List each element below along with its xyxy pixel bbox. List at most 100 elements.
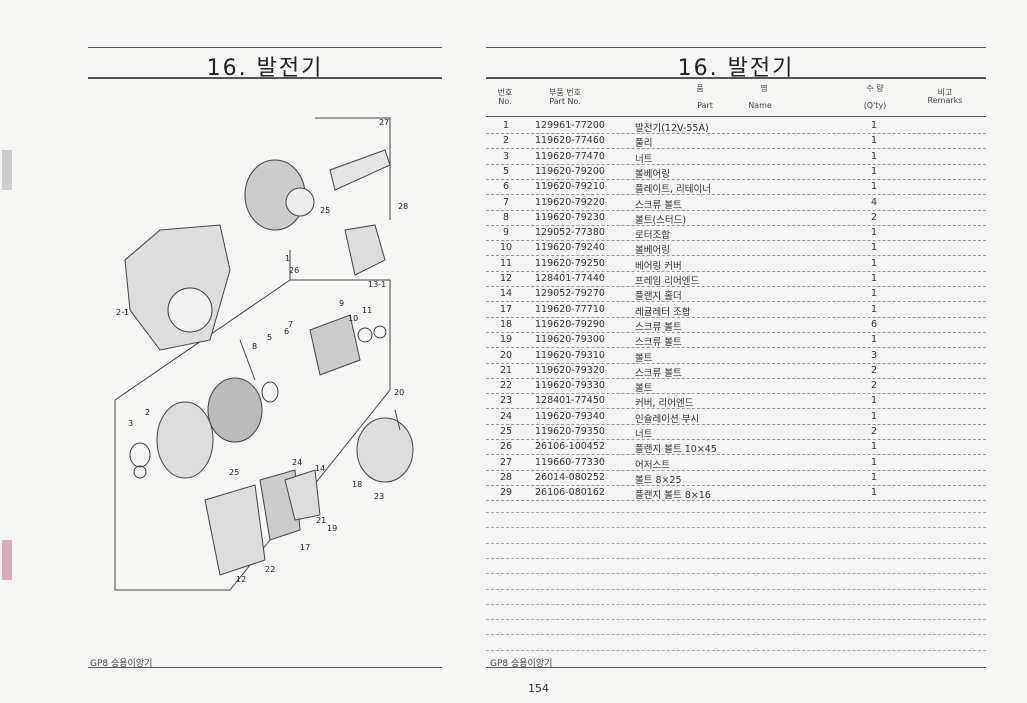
row-no: 20 [499, 349, 513, 361]
row-qty: 2 [871, 426, 878, 437]
page-number: 154 [528, 682, 549, 695]
callout-label: 6 [284, 327, 290, 336]
row-part-name: 볼트 8×25 [635, 474, 682, 486]
scan-artifact [2, 540, 12, 580]
row-qty: 3 [871, 349, 878, 361]
callout-label: 11 [362, 306, 373, 315]
row-part-name: 인슐레이션 부시 [635, 413, 700, 425]
empty-table-row [486, 634, 986, 636]
header-remarks-ko: 비고 [937, 88, 953, 97]
row-part-number: 119620-79220 [535, 196, 605, 208]
row-no: 25 [499, 426, 513, 437]
row-part-name: 너트 [635, 153, 653, 165]
row-qty: 1 [871, 487, 878, 499]
header-name-en-2: Name [748, 101, 772, 110]
callout-label: 25 [229, 468, 240, 477]
callout-label: 23 [374, 492, 385, 501]
row-part-name: 스크류 볼트 [635, 337, 682, 349]
callout-label: 22 [265, 565, 276, 574]
row-part-number: 128401-77450 [535, 395, 605, 407]
row-qty: 1 [871, 288, 878, 300]
row-part-number: 119620-79230 [535, 211, 605, 223]
row-no: 24 [499, 410, 513, 422]
row-part-name: 플랜지 볼트 8×16 [635, 490, 711, 502]
row-no: 3 [502, 150, 510, 162]
callout-label: 7 [288, 320, 294, 329]
row-part-number: 26014-080252 [535, 471, 605, 483]
callout-label: 1 [285, 254, 291, 263]
callout-label: 5 [267, 333, 273, 342]
empty-table-row [486, 512, 986, 513]
header-name-ko-2: 명 [760, 84, 768, 93]
callout-label: 13-1 [368, 280, 387, 289]
row-part-name: 스크류 볼트 [635, 321, 682, 333]
row-part-name: 스크류 볼트 [635, 199, 682, 211]
table-row: 8 119620-79230 볼트(스터드) 2 [486, 210, 986, 226]
row-part-number: 119620-79210 [535, 181, 605, 193]
callout-label: 9 [339, 299, 345, 308]
row-part-name: 플랜지 볼트 10×45 [635, 444, 717, 456]
row-no: 17 [499, 303, 513, 315]
row-no: 21 [499, 364, 513, 376]
row-part-number: 119620-79300 [535, 334, 605, 346]
header-part-ko: 부품 번호 [549, 88, 581, 97]
row-part-name: 볼트(스터드) [635, 214, 687, 226]
row-part-name: 레귤레터 조합 [635, 306, 691, 318]
row-qty: 1 [871, 150, 878, 162]
row-qty: 1 [871, 165, 878, 177]
row-qty: 4 [871, 196, 878, 208]
row-qty: 1 [871, 227, 878, 239]
row-part-number: 129052-77380 [535, 227, 605, 239]
row-part-name: 볼트 [635, 383, 653, 395]
row-part-number: 26106-080162 [535, 487, 605, 499]
callout-label: 21 [316, 516, 327, 525]
row-part-name: 어저스트 [635, 459, 670, 471]
header-no-en: No. [498, 97, 512, 106]
row-qty: 1 [871, 273, 878, 284]
callout-label: 14 [315, 464, 326, 473]
row-part-number: 119620-79200 [535, 165, 605, 177]
row-part-name: 로터조합 [635, 230, 670, 242]
empty-table-row [486, 619, 986, 621]
callout-label: 2-1 [116, 308, 130, 317]
row-qty: 1 [871, 120, 878, 131]
row-no: 5 [502, 165, 510, 177]
empty-table-row [486, 649, 986, 651]
row-part-name: 볼베어링 [635, 245, 670, 257]
callout-label: 27 [379, 118, 390, 127]
row-qty: 2 [871, 211, 878, 223]
header-name-en-1: Part [697, 101, 713, 110]
callout-label: 28 [398, 202, 409, 211]
callout-label: 24 [292, 458, 303, 467]
header-qty-ko: 수 량 [866, 84, 884, 93]
row-part-number: 119620-79290 [535, 318, 605, 330]
row-part-number: 129052-79270 [535, 288, 605, 300]
callout-label: 3 [128, 419, 134, 428]
row-no: 23 [499, 395, 513, 407]
row-part-name: 볼트 [635, 352, 653, 364]
empty-table-row [486, 557, 986, 559]
row-no: 8 [502, 211, 510, 223]
row-part-name: 베어링 커버 [635, 260, 682, 272]
row-part-name: 스크류 볼트 [635, 367, 682, 379]
row-qty: 1 [871, 334, 878, 346]
row-part-name: 풀리 [635, 138, 653, 150]
callout-label: 25 [320, 206, 331, 215]
row-part-number: 128401-77440 [535, 273, 605, 284]
row-qty: 2 [871, 364, 878, 376]
row-part-name: 프레임 리어엔드 [635, 276, 700, 287]
header-qty-en: (Q'ty) [863, 101, 887, 110]
row-no: 6 [502, 181, 510, 193]
